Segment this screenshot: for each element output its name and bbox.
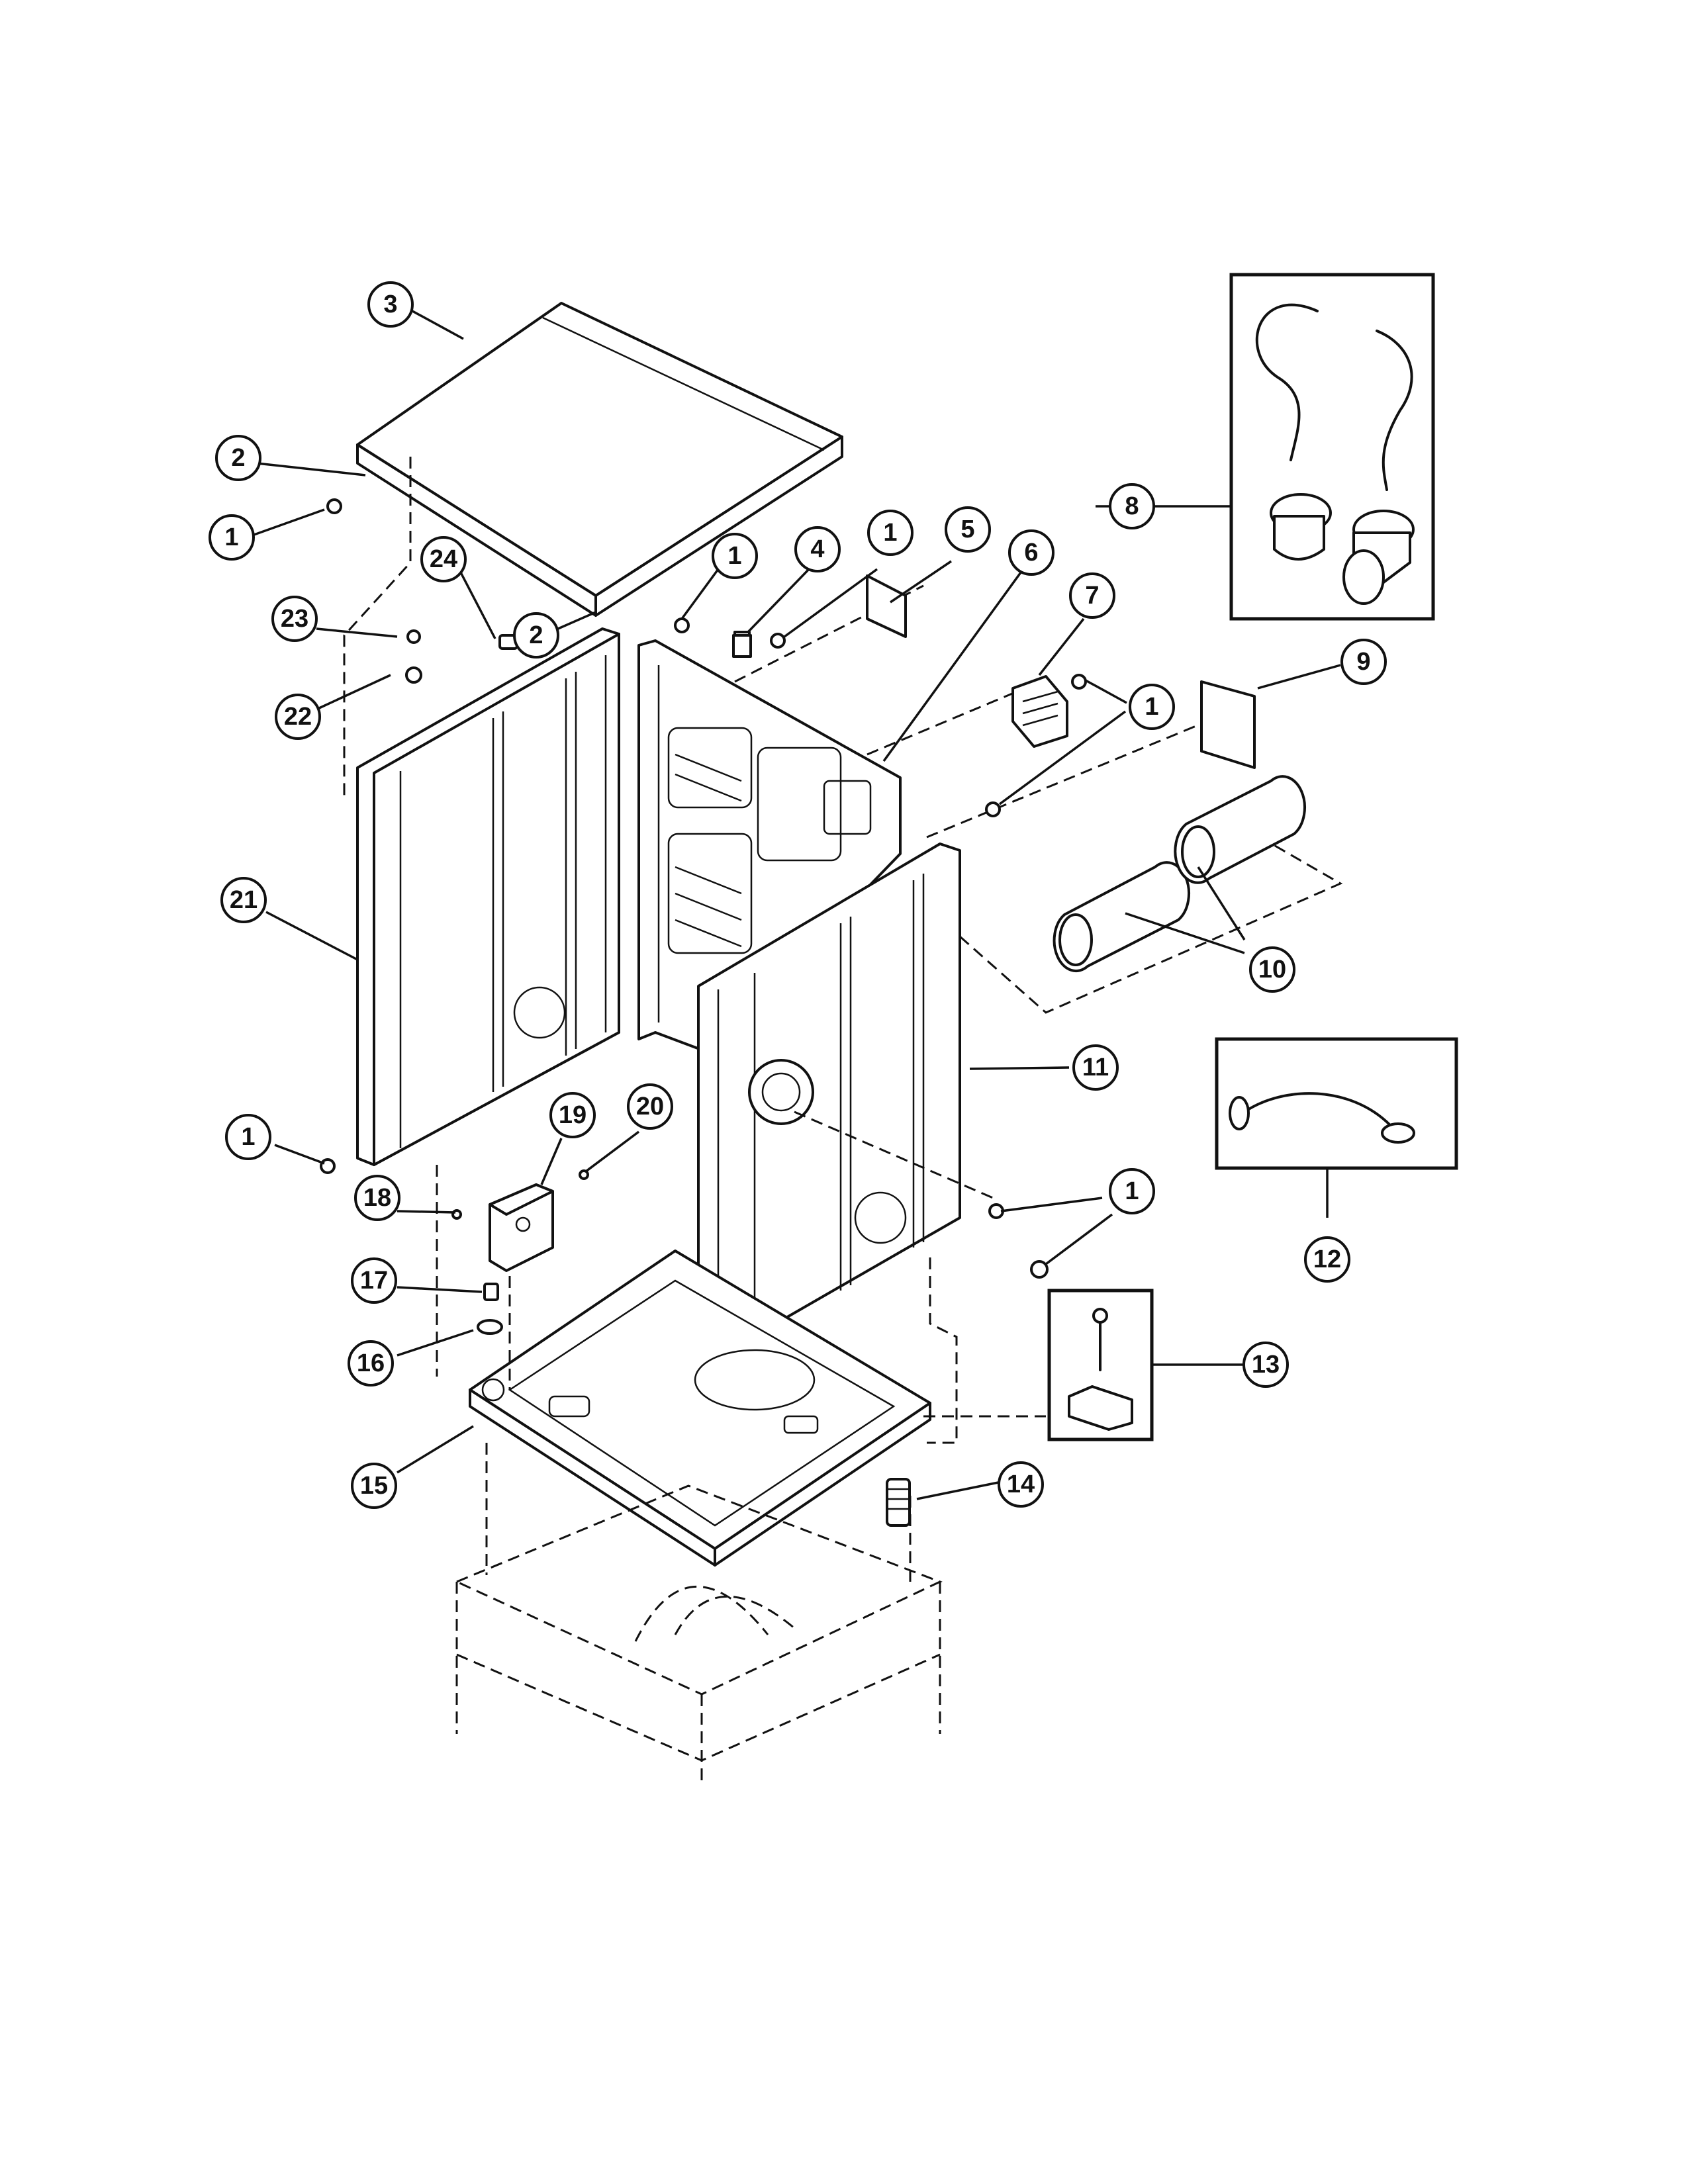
callout-2: 2: [513, 612, 559, 659]
callout-1: 1: [867, 510, 914, 556]
svg-text:1: 1: [241, 1123, 255, 1151]
svg-text:16: 16: [357, 1349, 385, 1377]
callout-13: 13: [1243, 1342, 1289, 1388]
svg-text:17: 17: [360, 1267, 388, 1295]
callout-3: 3: [367, 281, 414, 328]
callout-2: 2: [215, 435, 261, 481]
svg-text:1: 1: [727, 542, 741, 570]
door-switch: [489, 1183, 554, 1272]
callout-1: 1: [1129, 684, 1175, 730]
svg-text:5: 5: [961, 516, 974, 543]
svg-text:12: 12: [1313, 1246, 1341, 1273]
callout-4: 4: [794, 526, 841, 572]
callout-23: 23: [271, 596, 318, 642]
svg-text:18: 18: [363, 1184, 391, 1212]
callout-6: 6: [1008, 529, 1055, 576]
duct-kit-inset: [1229, 273, 1435, 621]
top-panel: [356, 302, 843, 617]
callout-10: 10: [1249, 946, 1295, 993]
callout-21: 21: [220, 877, 267, 923]
svg-text:15: 15: [360, 1472, 388, 1500]
callout-20: 20: [627, 1083, 673, 1130]
callout-5: 5: [945, 506, 991, 553]
callout-1: 1: [225, 1114, 271, 1160]
svg-text:1: 1: [1125, 1177, 1139, 1205]
svg-text:21: 21: [230, 886, 258, 914]
svg-text:23: 23: [281, 605, 308, 633]
vent-cover: [1011, 675, 1068, 748]
svg-text:1: 1: [224, 523, 238, 551]
svg-text:2: 2: [231, 444, 245, 472]
svg-text:22: 22: [284, 703, 312, 731]
svg-text:3: 3: [383, 291, 397, 318]
svg-text:2: 2: [529, 621, 543, 649]
leveling-leg: [886, 1478, 911, 1527]
svg-text:4: 4: [810, 535, 824, 563]
svg-text:1: 1: [1145, 693, 1158, 721]
callout-19: 19: [549, 1092, 596, 1138]
callout-18: 18: [354, 1175, 400, 1221]
callout-15: 15: [351, 1463, 397, 1509]
flexible-duct-inset: [1215, 1037, 1458, 1170]
left-side-panel: [356, 627, 620, 1166]
callout-7: 7: [1069, 572, 1115, 619]
callout-17: 17: [351, 1257, 397, 1304]
callout-16: 16: [348, 1340, 394, 1387]
base-frame: [469, 1250, 931, 1567]
svg-text:14: 14: [1007, 1471, 1035, 1498]
svg-text:24: 24: [430, 545, 457, 573]
callout-22: 22: [275, 694, 321, 740]
leader-lines: [250, 310, 1341, 1500]
label-plate: [866, 574, 907, 638]
svg-text:13: 13: [1252, 1351, 1280, 1379]
washer-outline: [455, 1484, 943, 1787]
callout-1: 1: [712, 533, 758, 579]
callout-8: 8: [1109, 483, 1155, 529]
svg-text:10: 10: [1258, 956, 1286, 983]
callout-24: 24: [420, 536, 467, 582]
svg-text:19: 19: [559, 1101, 586, 1129]
right-side-panel: [697, 842, 961, 1358]
svg-text:11: 11: [1082, 1054, 1109, 1081]
svg-text:20: 20: [636, 1093, 664, 1120]
callout-1: 1: [1109, 1168, 1155, 1214]
callout-1: 1: [209, 514, 255, 561]
svg-text:7: 7: [1085, 582, 1099, 610]
svg-text:1: 1: [883, 519, 897, 547]
svg-text:9: 9: [1356, 648, 1370, 676]
svg-text:8: 8: [1125, 492, 1139, 520]
callout-12: 12: [1304, 1236, 1350, 1283]
callout-14: 14: [998, 1461, 1044, 1508]
callout-11: 11: [1072, 1044, 1119, 1091]
callouts: 3 2 1 24 23 2 22 1 4 1 5 6 7 8 1 9 21 10…: [209, 281, 1387, 1509]
callout-9: 9: [1340, 639, 1387, 685]
rear-panel: [637, 639, 902, 1054]
bracket-part: [732, 634, 752, 658]
anti-tip-bracket-inset: [1047, 1289, 1154, 1441]
svg-text:6: 6: [1024, 539, 1038, 567]
exhaust-cover-plate: [1200, 680, 1256, 769]
exhaust-tubes: [1053, 775, 1306, 973]
